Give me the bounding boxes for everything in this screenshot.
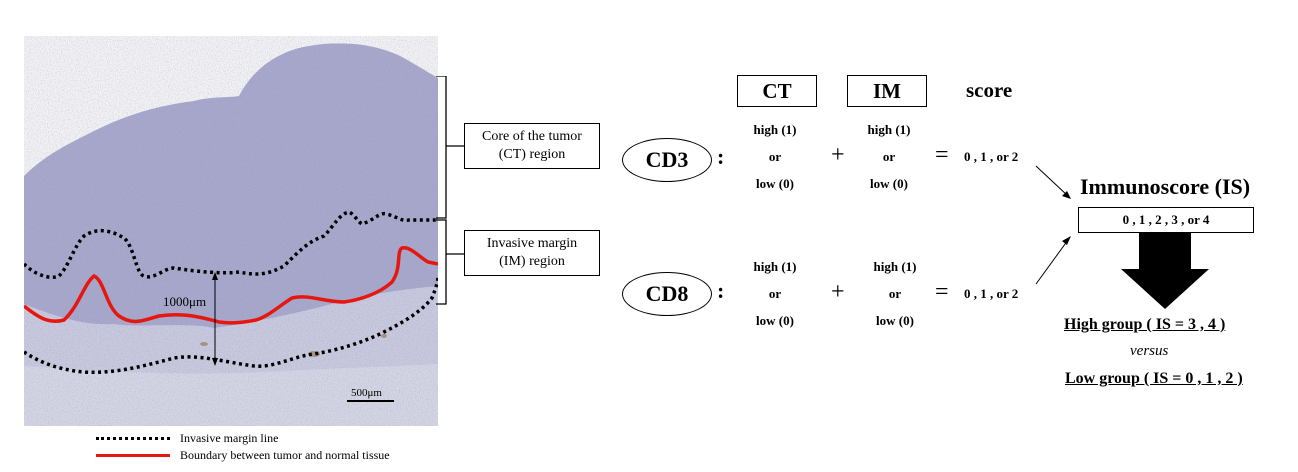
im-region-line2: (IM) region <box>499 254 565 269</box>
legend-invasive-margin-label: Invasive margin line <box>180 431 279 445</box>
cd8-im-low: low (0) <box>876 313 914 328</box>
cd3-ct-high: high (1) <box>753 122 797 137</box>
high-group-label: High group ( IS = 3 , 4 ) <box>1064 316 1226 333</box>
cd3-marker: CD3 <box>622 138 712 182</box>
red-line-swatch <box>96 454 170 457</box>
ct-region-label: Core of the tumor (CT) region <box>464 123 600 169</box>
tumor-boundary-line <box>24 246 438 325</box>
scale-bar-label: 500μm <box>351 387 382 399</box>
cd8-colon: : <box>717 278 725 303</box>
ct-region-line1: Core of the tumor <box>482 129 582 144</box>
cd3-result: 0 , 1 , or 2 <box>964 149 1019 164</box>
im-column-header: IM <box>847 75 927 107</box>
cd8-ct-or: or <box>768 286 782 301</box>
legend-boundary-label: Boundary between tumor and normal tissue <box>180 448 390 462</box>
cd3-plus: + <box>831 142 845 168</box>
cd3-ct-low: low (0) <box>756 176 794 191</box>
dotted-line-swatch <box>96 437 170 440</box>
cd3-im-or: or <box>882 149 896 164</box>
cd3-ct-or: or <box>768 149 782 164</box>
ct-column-header: CT <box>737 75 817 107</box>
invasive-margin-inner-line <box>24 210 438 279</box>
score-column-header: score <box>966 78 1013 102</box>
cd8-ct-high: high (1) <box>753 259 797 274</box>
distance-arrow <box>212 272 218 366</box>
cd8-marker: CD8 <box>622 272 712 316</box>
cd3-equals: = <box>935 142 949 168</box>
cd8-ct-low: low (0) <box>756 313 794 328</box>
cd8-result: 0 , 1 , or 2 <box>964 286 1019 301</box>
down-arrow-icon <box>1121 233 1209 309</box>
cd3-im-high: high (1) <box>867 122 911 137</box>
cd3-im-low: low (0) <box>870 176 908 191</box>
cd8-equals: = <box>935 279 949 305</box>
score-arrows <box>1035 165 1071 285</box>
distance-label: 1000μm <box>163 294 206 309</box>
region-brackets <box>436 76 464 305</box>
cd8-plus: + <box>831 279 845 305</box>
immunoscore-values: 0 , 1 , 2 , 3 , or 4 <box>1078 207 1254 233</box>
cd8-im-or: or <box>888 286 902 301</box>
ct-region-line2: (CT) region <box>498 147 566 162</box>
scale-bar: 500μm <box>347 387 394 402</box>
im-region-label: Invasive margin (IM) region <box>464 230 600 276</box>
low-group-label: Low group ( IS = 0 , 1 , 2 ) <box>1065 370 1243 387</box>
tissue-micrograph: 1000μm 500μm <box>24 36 438 426</box>
im-region-line1: Invasive margin <box>486 236 578 251</box>
cd3-colon: : <box>717 144 725 169</box>
immunoscore-title: Immunoscore (IS) <box>1080 174 1251 199</box>
cd8-im-high: high (1) <box>873 259 917 274</box>
versus-label: versus <box>1130 343 1169 359</box>
